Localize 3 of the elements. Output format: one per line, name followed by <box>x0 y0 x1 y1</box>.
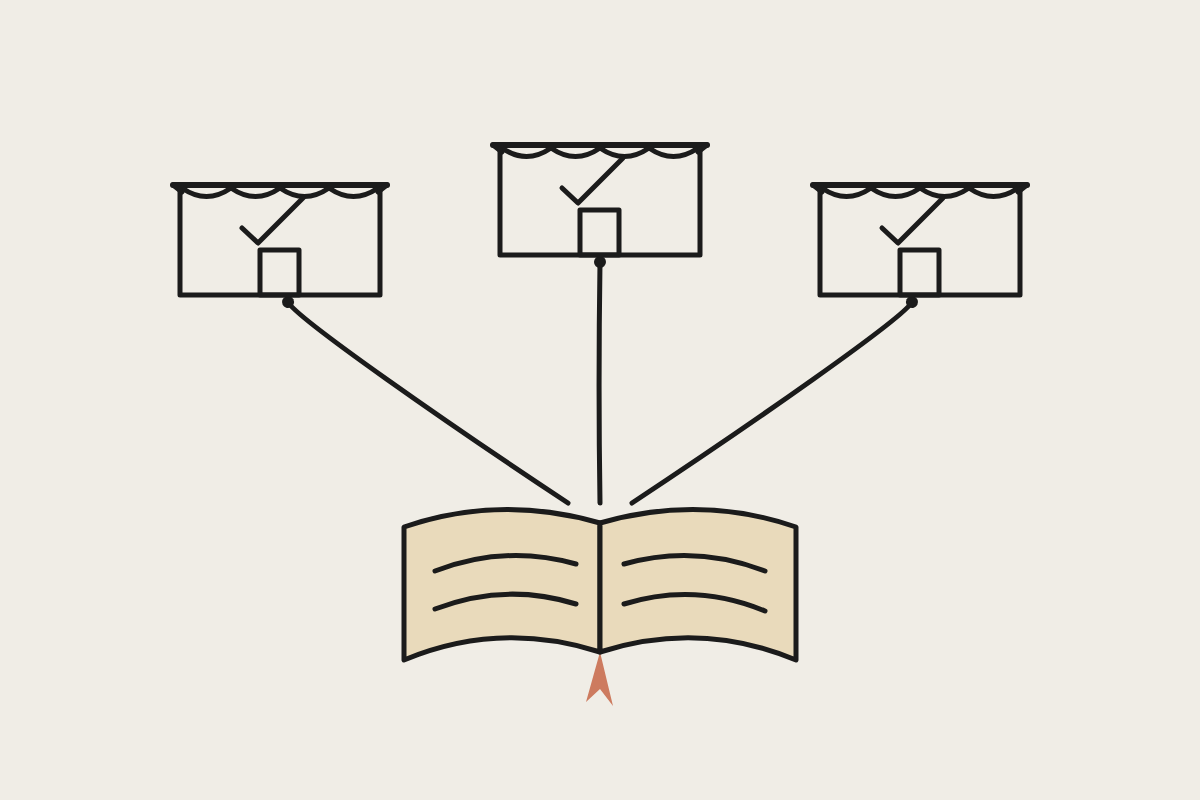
connector-line <box>594 256 606 506</box>
connector-line <box>282 296 571 506</box>
connector-line <box>629 296 918 506</box>
